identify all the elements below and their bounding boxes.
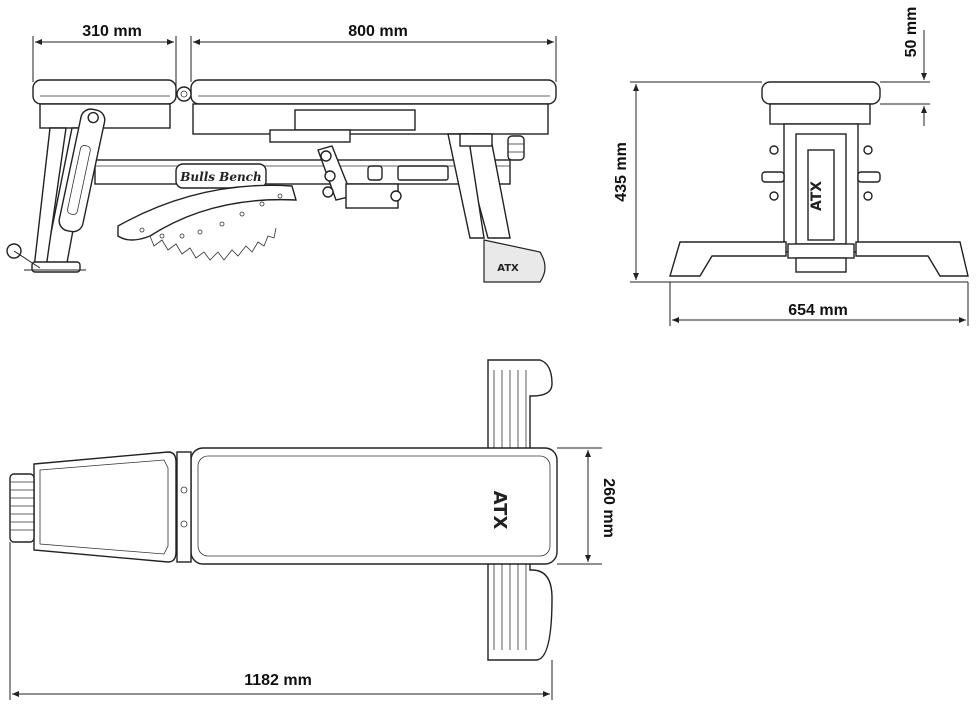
brand-plate [175, 163, 267, 189]
back-pad [190, 79, 557, 105]
front-base-left [669, 241, 787, 277]
seat-adjust-arm [58, 108, 106, 233]
front-pad [761, 81, 881, 105]
incline-gear-rack [117, 184, 297, 241]
top-logo: ATX [489, 491, 510, 530]
side-view: 310 mm 800 mm Bulls Bench [6, 23, 557, 283]
seat-length-label: 310 mm [82, 23, 142, 40]
rear-wheel-housing [483, 239, 546, 283]
top-view: ATX 260 mm 1182 mm [9, 359, 617, 700]
back-length-label: 800 mm [348, 23, 408, 40]
height-label: 435 mm [613, 142, 630, 202]
front-base-right [855, 241, 969, 277]
front-view: 435 mm 50 mm ATX 654 mm [613, 7, 969, 326]
side-logo: ATX [497, 263, 519, 274]
top-front-foot [9, 473, 35, 543]
top-seat-pad [33, 451, 177, 563]
pad-width-label: 260 mm [600, 478, 617, 538]
width-label: 654 mm [788, 302, 848, 319]
hinge-knob [176, 86, 192, 102]
total-length-label: 1182 mm [244, 672, 312, 689]
front-logo: ATX [809, 181, 825, 211]
seat-pad [32, 79, 177, 105]
pad-thickness-label: 50 mm [903, 7, 920, 58]
model-script: Bulls Bench [179, 170, 261, 184]
